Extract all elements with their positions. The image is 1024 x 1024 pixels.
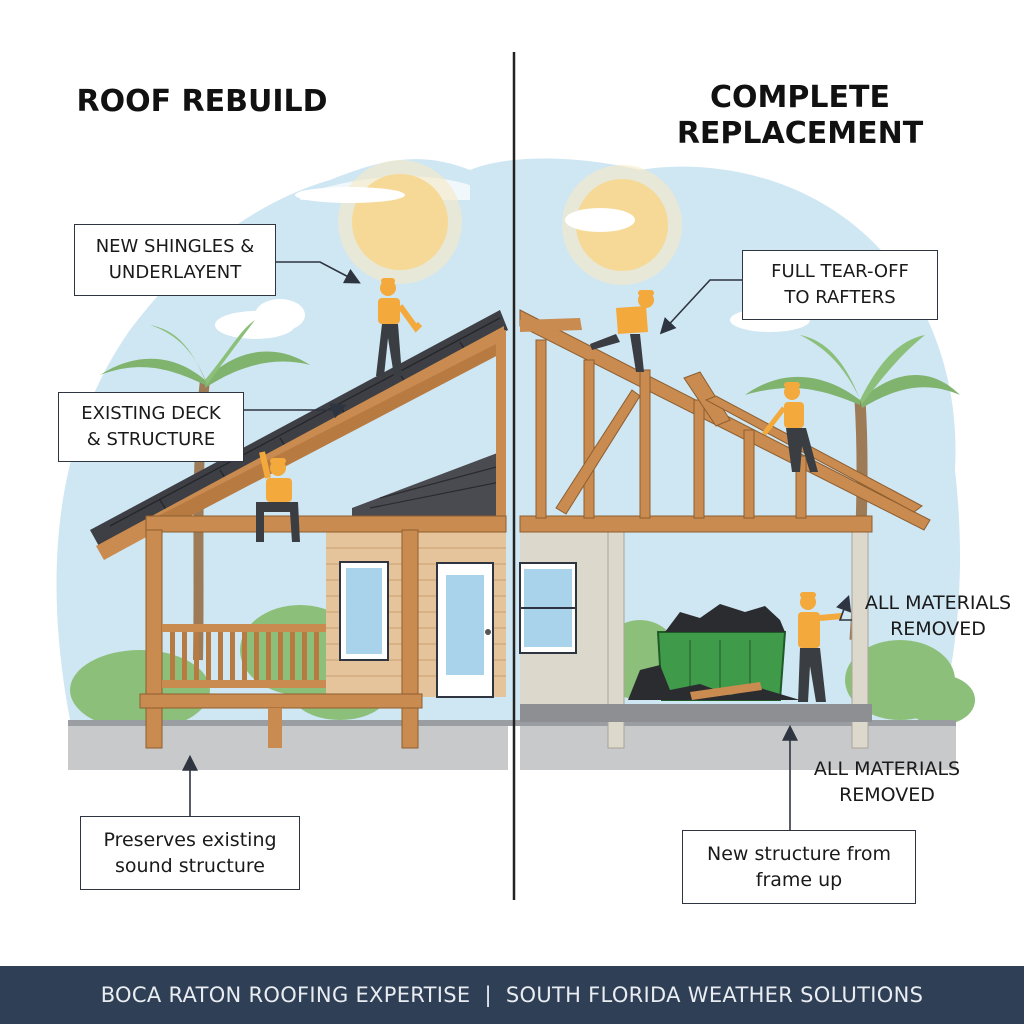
label-text: ALL MATERIALS — [813, 758, 961, 780]
worker-icon — [590, 290, 654, 372]
label-text: REMOVED — [839, 784, 935, 806]
left-house — [90, 310, 508, 749]
callout-text: Preserves existing — [103, 829, 277, 851]
footer-right-text: SOUTH FLORIDA WEATHER SOLUTIONS — [505, 983, 924, 1007]
callout-preserves-structure: Preserves existing sound structure — [80, 816, 300, 890]
worker-icon — [376, 278, 423, 376]
callout-text: TO RAFTERS — [784, 287, 896, 308]
ground-left — [68, 722, 508, 770]
callout-new-structure: New structure from frame up — [682, 830, 916, 904]
footer-banner: BOCA RATON ROOFING EXPERTISE | SOUTH FLO… — [0, 966, 1024, 1024]
callout-arrows — [182, 261, 852, 830]
callout-existing-deck: EXISTING DECK & STRUCTURE — [58, 392, 244, 462]
callout-text: & STRUCTURE — [86, 429, 216, 450]
right-panel-title: COMPLETE REPLACEMENT — [650, 80, 950, 152]
label-text: REMOVED — [890, 618, 986, 640]
callout-text: sound structure — [115, 855, 265, 877]
right-house — [519, 309, 931, 749]
ground-right — [520, 722, 956, 770]
right-panel-title-line-2: REPLACEMENT — [676, 116, 924, 151]
left-panel-title: ROOF REBUILD — [76, 84, 328, 119]
sky-background — [56, 158, 960, 720]
callout-text: New structure from — [707, 843, 891, 865]
label-all-materials-removed-upper: ALL MATERIALS REMOVED — [852, 590, 1024, 642]
callout-text: NEW SHINGLES & — [95, 236, 255, 257]
worker-icon — [762, 382, 818, 472]
callout-text: EXISTING DECK — [81, 403, 221, 424]
callout-new-shingles: NEW SHINGLES & UNDERLAYENT — [74, 224, 276, 296]
footer-left-text: BOCA RATON ROOFING EXPERTISE — [100, 983, 471, 1007]
sun-icon-left — [338, 160, 462, 284]
cloud-icon — [215, 187, 810, 339]
worker-icon — [256, 451, 300, 542]
footer-separator: | — [484, 983, 492, 1007]
callout-text: UNDERLAYENT — [108, 262, 242, 283]
label-all-materials-removed-lower: ALL MATERIALS REMOVED — [792, 756, 982, 808]
callout-text: FULL TEAR-OFF — [771, 261, 909, 282]
right-panel-title-line-1: COMPLETE — [710, 80, 890, 115]
dumpster-icon — [628, 604, 800, 701]
callout-text: frame up — [755, 869, 843, 891]
callout-full-tear-off: FULL TEAR-OFF TO RAFTERS — [742, 250, 938, 320]
worker-icon — [798, 592, 843, 702]
label-text: ALL MATERIALS — [864, 592, 1012, 614]
